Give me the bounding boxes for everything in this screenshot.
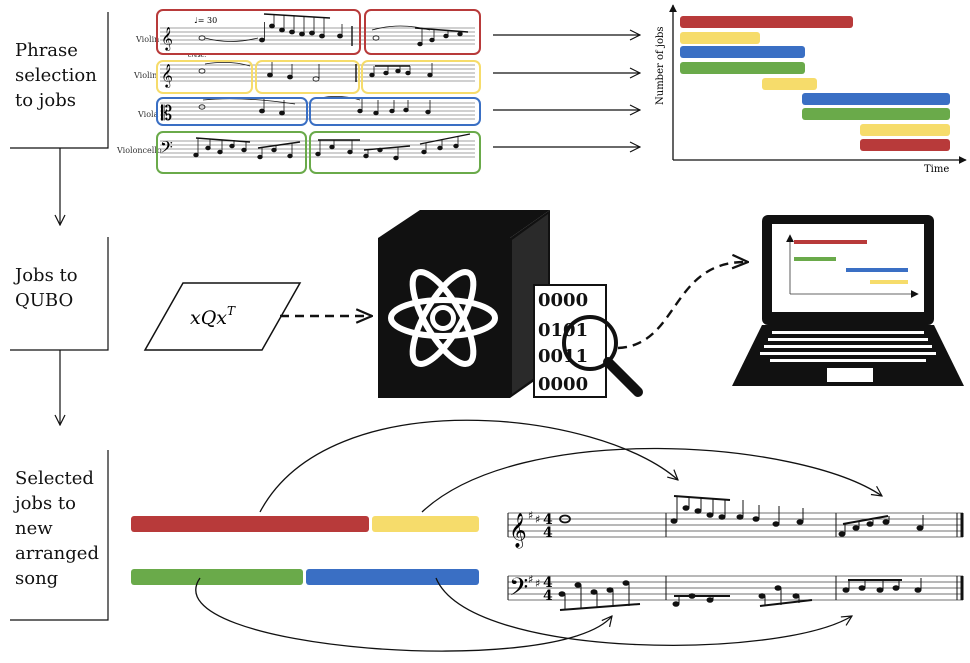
phrase-box-violin2-b [255, 60, 360, 94]
instrument-label-violin-2: Violin [133, 71, 157, 80]
selected-job-yellow [372, 516, 479, 532]
laptop-keyboard [760, 331, 936, 362]
phrase-box-cello-a [156, 131, 307, 174]
quantum-computer-icon [378, 210, 550, 398]
svg-text:♯: ♯ [535, 577, 540, 590]
arrangement-arrows [195, 419, 882, 652]
step-brackets [10, 12, 109, 621]
gantt-job-2 [680, 32, 760, 44]
gantt-job-1 [680, 16, 853, 28]
svg-text:𝄢: 𝄢 [509, 573, 528, 608]
gantt-job-3 [680, 46, 805, 58]
svg-text:𝄞: 𝄞 [509, 513, 527, 549]
score-notes [193, 13, 471, 161]
selected-job-blue [306, 569, 479, 585]
gantt-job-6 [802, 93, 950, 105]
magnifier-icon [562, 315, 643, 397]
arranged-score: 𝄞 𝄢 ♯♯ ♯♯ 44 44 [507, 495, 964, 611]
phrase-box-cello-b [309, 131, 481, 174]
phrase-box-violin2-c [361, 60, 481, 94]
qubo-formula-box: xQxT [143, 282, 302, 351]
clefs: 𝄞 𝄞 𝄡 𝄢 [160, 26, 173, 161]
step-2-label: Jobs to QUBO [15, 265, 78, 311]
svg-text:𝄡: 𝄡 [161, 101, 172, 125]
qubo-formula: xQxT [190, 304, 236, 329]
gantt-job-5 [762, 78, 817, 90]
step-1-label: Phrase selection to jobs [15, 40, 97, 111]
svg-text:4: 4 [543, 512, 553, 528]
atom-icon [388, 269, 498, 367]
phrase-box-violin1-a [156, 9, 361, 55]
selected-job-red [131, 516, 369, 532]
gantt-ylabel: Number of jobs [655, 26, 666, 105]
svg-text:♯: ♯ [535, 513, 540, 526]
selected-job-green [131, 569, 303, 585]
dynamic-mark: cresc. [188, 52, 206, 59]
phrase-box-viola-b [309, 97, 481, 126]
phrase-boxes [156, 9, 481, 174]
step-3-label: Selected jobs to new arranged song [15, 468, 99, 589]
bits-row-2: 0101 [538, 320, 588, 341]
svg-text:𝄞: 𝄞 [161, 63, 173, 88]
gantt-xlabel: Time [924, 164, 949, 175]
phrase-box-violin2-a [156, 60, 253, 94]
svg-text:4: 4 [543, 525, 553, 541]
gantt-job-8 [860, 124, 950, 136]
selected-jobs-bars [131, 516, 479, 585]
jobs-gantt-chart: Number of jobs Time [655, 4, 967, 175]
gantt-job-9 [860, 139, 950, 151]
score-to-jobs-arrows [493, 35, 640, 147]
svg-text:♯: ♯ [528, 509, 533, 522]
binary-result-card: 0000 0101 0011 0000 [533, 284, 643, 398]
phrase-box-violin1-b [364, 9, 481, 55]
laptop-icon [732, 215, 964, 386]
instrument-label-viola: Viola [137, 110, 159, 119]
phrase-box-viola-a [156, 97, 308, 126]
tempo-mark: ♩= 30 [194, 16, 217, 25]
computer-to-laptop-arrow [617, 262, 748, 350]
staff-lines [160, 27, 475, 158]
svg-text:♯: ♯ [528, 573, 533, 586]
gantt-job-7 [802, 108, 950, 120]
svg-text:4: 4 [543, 575, 553, 591]
svg-text:𝄢: 𝄢 [160, 137, 173, 161]
bits-row-1: 0000 [538, 290, 588, 311]
laptop-schedule-chart [786, 234, 919, 298]
gantt-job-4 [680, 62, 805, 74]
instrument-label-cello: Violoncello [116, 146, 162, 155]
bits-row-4: 0000 [538, 374, 588, 395]
bits-row-3: 0011 [538, 346, 588, 367]
svg-text:4: 4 [543, 588, 553, 604]
instrument-label-violin-1: Violin [135, 35, 159, 44]
svg-text:𝄞: 𝄞 [161, 26, 173, 51]
score-excerpt: Violin Violin Viola Violoncello ♩= 30 cr… [116, 9, 481, 174]
